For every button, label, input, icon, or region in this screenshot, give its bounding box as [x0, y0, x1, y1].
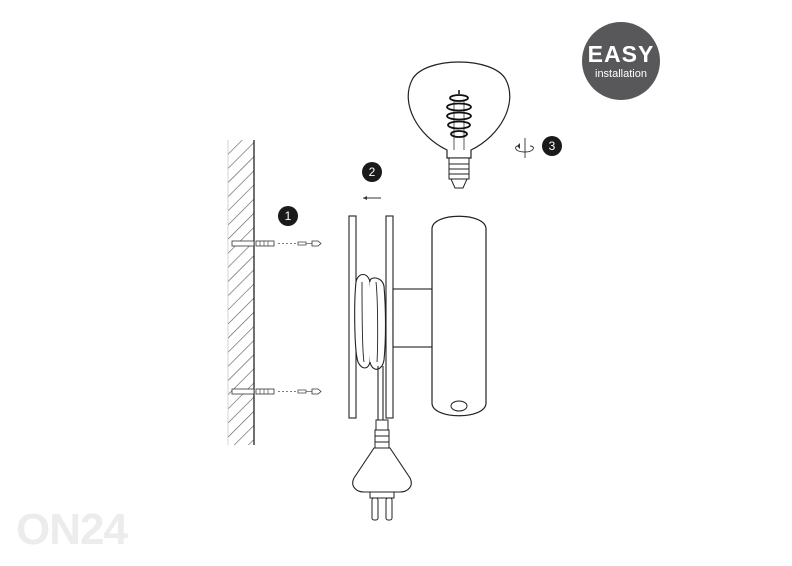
arrow-left-icon [363, 196, 381, 200]
euro-plug [352, 419, 412, 521]
step-1-marker: 1 [278, 206, 298, 226]
rotate-icon [515, 138, 534, 158]
screw-top [278, 240, 322, 247]
lamp-backplate [348, 215, 394, 420]
lamp-body [392, 215, 487, 417]
screw-bottom [278, 388, 322, 395]
badge-title: EASY [587, 40, 655, 67]
badge-subtitle: installation [595, 67, 647, 80]
wall [227, 140, 255, 445]
step-2-marker: 2 [362, 162, 382, 182]
step-3-marker: 3 [542, 136, 562, 156]
wall-dowel-top [231, 240, 275, 247]
easy-installation-badge: EASY installation [582, 22, 660, 100]
globe-filament-bulb [407, 61, 511, 189]
wall-dowel-bottom [231, 388, 275, 395]
watermark-logo: ON24 [16, 505, 128, 554]
